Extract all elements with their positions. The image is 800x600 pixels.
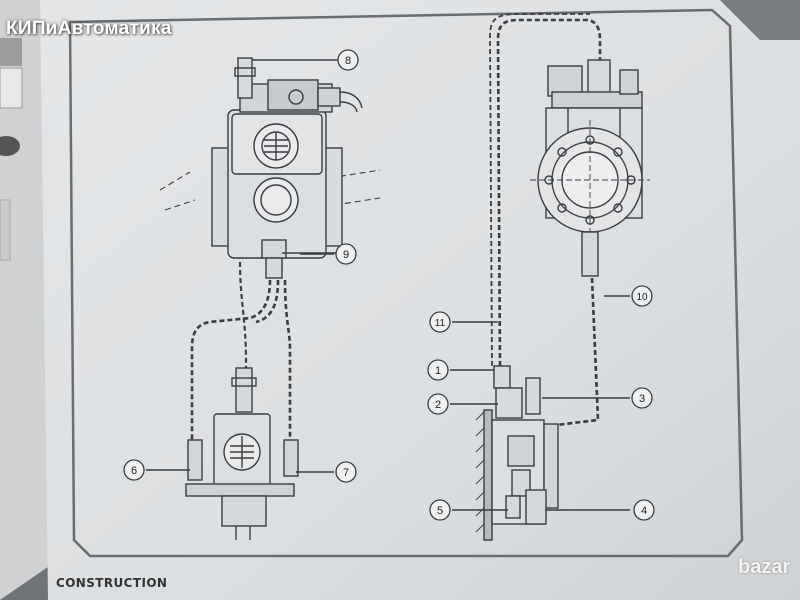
callout-9: 9: [335, 243, 357, 265]
callout-8: 8: [337, 49, 359, 71]
main-page: [40, 0, 800, 600]
svg-text:11: 11: [435, 318, 446, 329]
section-title: CONSTRUCTION: [56, 576, 168, 590]
svg-text:6: 6: [131, 465, 137, 477]
callout-10: 10: [631, 285, 653, 307]
watermark-text: КИПиАвтоматика: [6, 18, 172, 39]
svg-text:2: 2: [435, 399, 441, 411]
svg-text:4: 4: [641, 505, 647, 517]
callout-markers: 1 2 3 4 5 6 7 8 9 10 11: [123, 49, 655, 521]
callout-2: 2: [427, 393, 449, 415]
svg-text:10: 10: [636, 292, 648, 303]
svg-text:8: 8: [345, 55, 351, 67]
svg-text:1: 1: [435, 365, 441, 377]
svg-text:5: 5: [437, 505, 443, 517]
callout-3: 3: [631, 387, 653, 409]
callout-5: 5: [429, 499, 451, 521]
svg-text:3: 3: [639, 393, 645, 405]
page-frame: [68, 8, 744, 558]
callout-6: 6: [123, 459, 145, 481]
svg-text:9: 9: [343, 249, 349, 261]
callout-4: 4: [633, 499, 655, 521]
svg-text:7: 7: [343, 467, 349, 479]
callout-1: 1: [427, 359, 449, 381]
site-logo: bazar: [738, 556, 791, 578]
callout-7: 7: [335, 461, 357, 483]
left-regulator-assembly: [146, 57, 381, 540]
right-regulator-assembly: [300, 13, 650, 541]
callout-11: 11: [429, 311, 451, 333]
